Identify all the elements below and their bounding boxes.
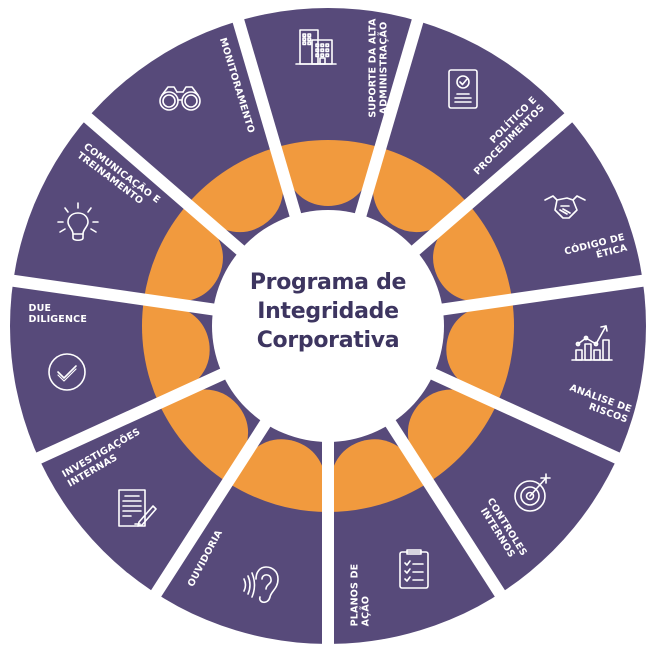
orange-lobe xyxy=(143,204,223,303)
segment-divider xyxy=(353,15,425,223)
segment-label-line: AÇÃO xyxy=(359,595,371,627)
lobes-layer xyxy=(142,140,514,512)
center-disk xyxy=(212,210,444,442)
segment-divider xyxy=(425,366,624,466)
segment-divider xyxy=(407,110,576,259)
document-check-icon xyxy=(441,68,485,112)
segment-label-line: PLANOS DE xyxy=(348,563,360,627)
handshake-icon xyxy=(543,186,587,230)
orange-lobe xyxy=(158,389,249,483)
segment-divider xyxy=(32,366,231,466)
document-pen-icon xyxy=(115,488,159,532)
diagram-title: Programa de Integridade Corporativa xyxy=(178,268,478,355)
orange-lobe xyxy=(275,140,381,206)
orange-lobe xyxy=(227,439,328,512)
segment-label-line: DUE xyxy=(28,303,52,314)
lightbulb-icon xyxy=(56,201,100,245)
target-icon xyxy=(510,472,554,516)
ear-icon xyxy=(240,563,284,607)
segment-divider xyxy=(8,274,220,317)
check-circle-icon xyxy=(45,350,89,394)
segment-divider xyxy=(382,415,508,601)
title-line-1: Programa de xyxy=(249,270,407,295)
segment-divider xyxy=(80,110,249,259)
segment-label-line: SUPORTE DA ALTA xyxy=(367,18,379,118)
orange-lobe xyxy=(328,439,429,512)
segment-divider xyxy=(436,274,648,317)
title-line-2: Integridade xyxy=(257,299,399,324)
segment-divider xyxy=(148,415,274,601)
orange-lobe xyxy=(372,147,469,233)
binoculars-icon xyxy=(158,75,202,119)
segment-divider xyxy=(231,15,303,223)
buildings-icon xyxy=(294,26,338,70)
title-line-3: Corporativa xyxy=(256,328,400,353)
growth-chart-icon xyxy=(570,322,614,366)
segment-label-line: DILIGENCE xyxy=(28,314,88,325)
orange-lobe xyxy=(433,204,513,303)
orange-lobe xyxy=(446,299,514,404)
orange-lobe xyxy=(142,299,210,404)
orange-lobe xyxy=(407,389,498,483)
checklist-icon xyxy=(392,548,436,592)
orange-lobe xyxy=(187,147,284,233)
segment-label-line: ADMINISTRAÇÃO xyxy=(378,21,390,115)
gaps-layer xyxy=(8,15,648,648)
